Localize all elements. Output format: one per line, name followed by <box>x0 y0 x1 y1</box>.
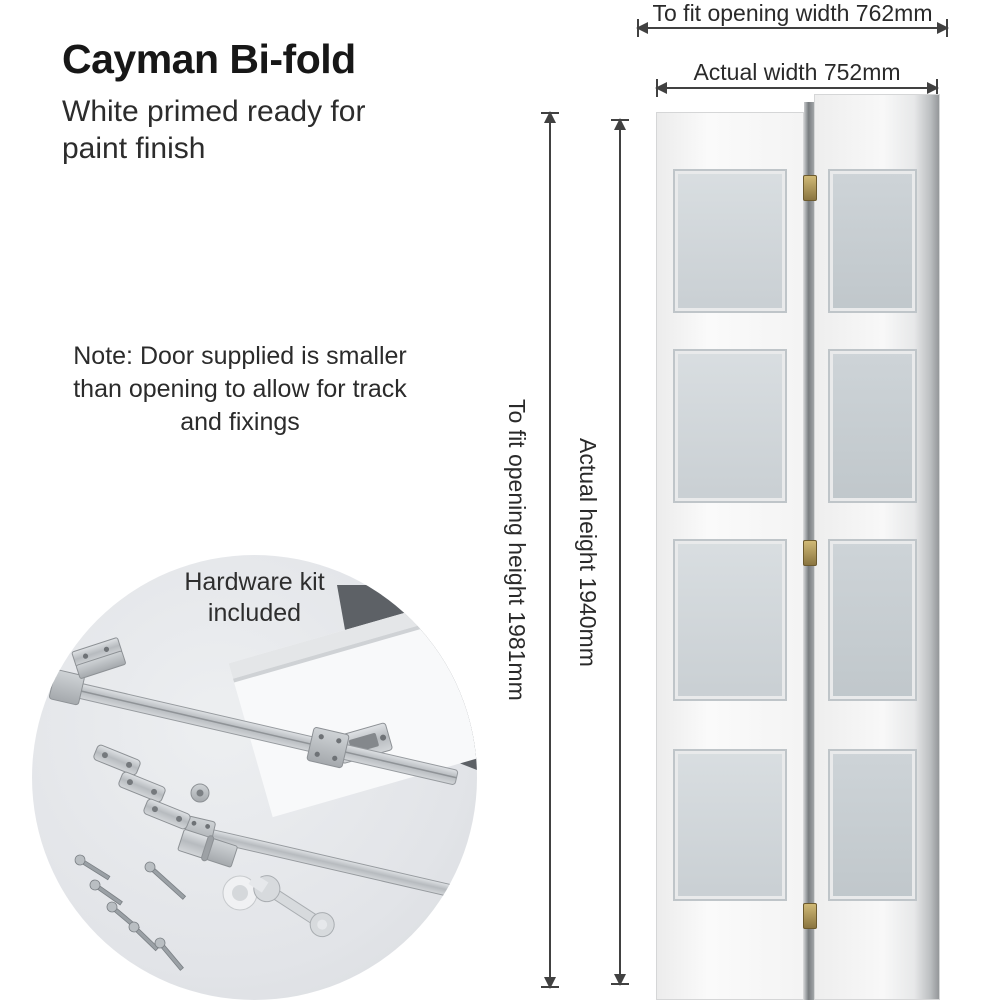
corner-bracket <box>71 637 126 679</box>
door-leaf-left <box>656 112 804 1000</box>
actual-width-arrow <box>655 79 939 97</box>
glass-panel <box>673 539 787 701</box>
hinge-plate <box>177 829 238 868</box>
hinge-icon <box>803 540 817 566</box>
screws <box>74 854 187 971</box>
dimension-endcap <box>611 983 629 985</box>
hinge-icon <box>803 175 817 201</box>
dimension-endcap <box>656 79 658 97</box>
hinge-icon <box>803 903 817 929</box>
glass-panel <box>828 349 917 503</box>
latch-keep-plates <box>93 744 191 830</box>
dimension-endcap <box>946 19 948 37</box>
hardware-kit-inset: Hardware kit included <box>32 555 477 1000</box>
glass-panel <box>673 749 787 901</box>
glass-panel <box>828 749 917 901</box>
glass-panel <box>673 169 787 313</box>
door-leaf-right <box>814 94 940 1000</box>
dimension-endcap <box>541 986 559 988</box>
guide-knob <box>190 783 210 803</box>
glass-panel <box>828 539 917 701</box>
opening-width-label: To fit opening width 762mm <box>652 0 933 26</box>
opening-height-arrow <box>541 111 559 989</box>
actual-height-label: Actual height 1940mm <box>575 437 601 667</box>
opening-width-arrow <box>636 19 949 37</box>
dimension-endcap <box>611 119 629 121</box>
glass-panel <box>828 169 917 313</box>
glass-panel <box>673 349 787 503</box>
hardware-kit-photo <box>48 583 477 971</box>
pivot-cup <box>222 875 258 911</box>
opening-height-label: To fit opening height 1981mm <box>504 399 530 701</box>
product-title: Cayman Bi-fold <box>62 36 356 82</box>
dimension-endcap <box>541 112 559 114</box>
track-rail-main <box>48 669 459 785</box>
actual-width-label: Actual width 752mm <box>693 59 901 85</box>
supply-note: Note: Door supplied is smaller than open… <box>73 342 407 436</box>
product-subtitle: White primed ready for paint finish <box>62 95 366 165</box>
bifold-door <box>656 94 940 1000</box>
dimension-endcap <box>637 19 639 37</box>
track-rail-lower <box>182 815 470 901</box>
actual-height-arrow <box>611 118 629 986</box>
wrench-icon <box>248 873 335 938</box>
hardware-kit-label: Hardware kit included <box>184 568 325 628</box>
